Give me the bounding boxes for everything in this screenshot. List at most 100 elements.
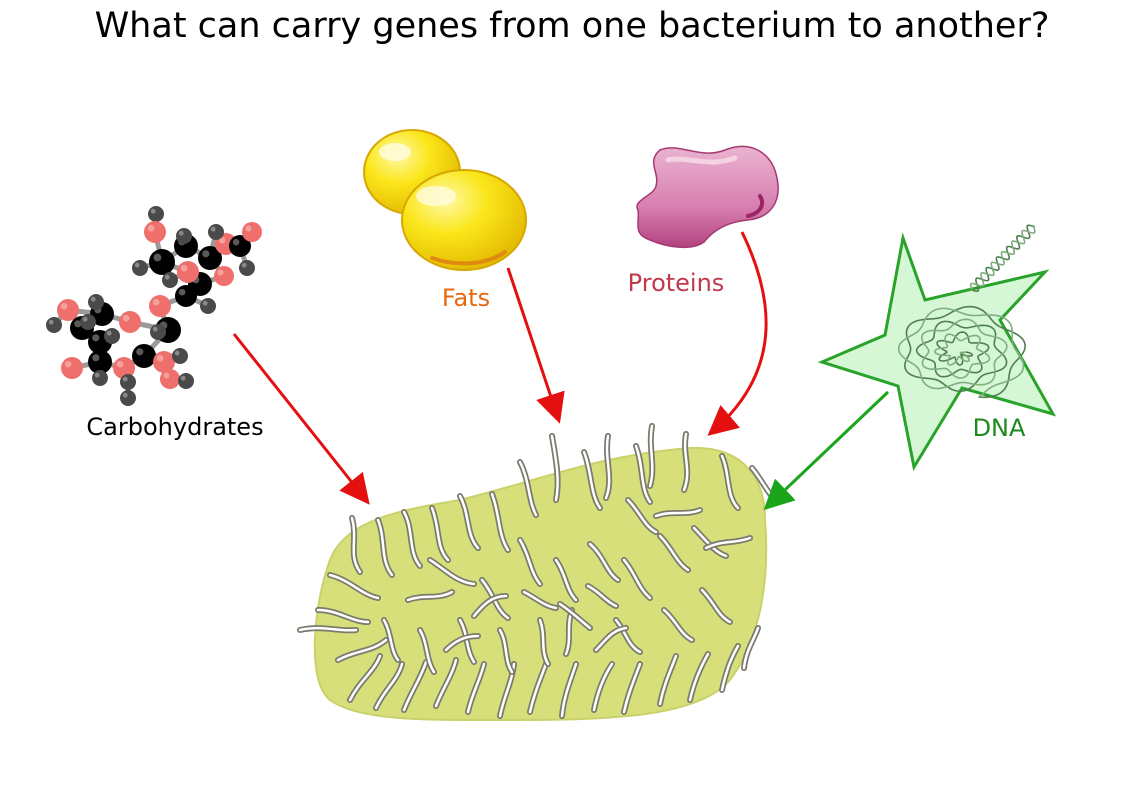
arrow-dna <box>763 390 890 511</box>
molecule-atom <box>229 235 251 257</box>
molecule-atom <box>214 266 234 286</box>
protein-blob-icon <box>636 145 779 249</box>
atom-highlight <box>245 225 252 232</box>
pilus-highlight <box>550 434 559 502</box>
pilus-highlight <box>586 584 618 608</box>
pilus-highlight <box>428 558 476 586</box>
molecule-atom <box>242 222 262 242</box>
atom-highlight <box>147 224 155 232</box>
atom-highlight <box>180 264 188 272</box>
dna-strand-tail <box>969 224 1036 291</box>
pilus-highlight <box>528 662 548 714</box>
molecule-atom <box>149 249 175 275</box>
atom-highlight <box>232 238 240 246</box>
pilus-highlight <box>402 660 428 712</box>
pilus-highlight <box>688 652 710 702</box>
pilus-highlight <box>418 628 436 674</box>
dna-strand <box>903 305 1026 399</box>
pilus-highlight <box>582 450 602 510</box>
atom-highlight <box>174 350 180 356</box>
molecule-atom <box>61 357 83 379</box>
atom-highlight <box>136 348 144 356</box>
carbohydrate-molecule-icon <box>46 206 262 406</box>
pilus-highlight <box>376 518 394 577</box>
molecule-atom <box>104 328 120 344</box>
atom-highlight <box>217 269 224 276</box>
fat-droplets-icon <box>363 129 527 271</box>
atom-highlight <box>94 372 100 378</box>
pilus-highlight <box>588 542 620 582</box>
atom-highlight <box>106 330 112 336</box>
atom-highlight <box>90 296 96 302</box>
pilus-highlight <box>518 460 538 517</box>
atom-highlight <box>152 298 160 306</box>
label-proteins: Proteins <box>628 269 725 297</box>
pilus-highlight <box>348 654 382 702</box>
pilus-highlight <box>700 588 732 624</box>
pilus-highlight <box>622 662 642 714</box>
atom-highlight <box>152 326 158 332</box>
arrow-proteins <box>707 231 768 436</box>
pilus-highlight <box>658 654 678 706</box>
pilus-highlight <box>742 626 760 670</box>
dna-star-icon <box>817 224 1057 472</box>
atom-highlight <box>202 300 208 306</box>
arrow-fats <box>506 267 565 424</box>
molecule-atom <box>119 311 141 333</box>
pilus-highlight <box>614 618 642 654</box>
pilus-highlight <box>374 662 404 710</box>
molecule-atom <box>144 221 166 243</box>
label-dna: DNA <box>973 414 1026 442</box>
atom-highlight <box>150 208 156 214</box>
pilus-highlight <box>522 590 558 610</box>
molecule-atom <box>132 260 148 276</box>
label-fats: Fats <box>442 284 490 312</box>
molecule-atom <box>178 373 194 389</box>
molecule-atom <box>177 261 199 283</box>
pilus-highlight <box>466 662 486 714</box>
pilus-highlight <box>316 608 370 624</box>
page-title: What can carry genes from one bacterium … <box>95 6 1050 46</box>
bacterium-pili <box>297 423 779 719</box>
pilus-highlight <box>350 516 362 574</box>
pilus-highlight <box>662 608 694 642</box>
pilus-highlight <box>328 573 380 600</box>
pilus-highlight <box>682 432 689 492</box>
molecule-atom <box>46 317 62 333</box>
pilus-highlight <box>538 618 550 666</box>
atom-highlight <box>178 230 184 236</box>
label-carbohydrates: Carbohydrates <box>86 413 263 441</box>
molecule-atom <box>88 350 112 374</box>
pilus-highlight <box>622 558 652 600</box>
atom-highlight <box>48 319 54 325</box>
bacterium <box>297 423 779 722</box>
atom-highlight <box>164 274 170 280</box>
atom-highlight <box>163 372 170 379</box>
pilus-highlight <box>430 506 450 562</box>
pilus-highlight <box>382 618 400 662</box>
atom-highlight <box>241 262 247 268</box>
molecule-atom <box>208 224 224 240</box>
atom-highlight <box>210 226 216 232</box>
atom-highlight <box>122 376 128 382</box>
atom-highlight <box>122 392 128 398</box>
molecule-atom <box>172 348 188 364</box>
pilus-highlight <box>558 602 592 630</box>
atom-highlight <box>122 314 130 322</box>
pilus-highlight <box>604 434 611 500</box>
arrows <box>232 231 890 511</box>
atom-highlight <box>134 262 140 268</box>
pilus-highlight <box>402 510 422 568</box>
pilus-highlight <box>336 638 388 662</box>
molecule-atom <box>239 260 255 276</box>
pilus-highlight <box>648 424 654 488</box>
pilus-highlight <box>554 558 578 602</box>
molecule-atom <box>175 285 197 307</box>
atom-highlight <box>180 375 186 381</box>
molecule-atom <box>92 370 108 386</box>
pilus-highlight <box>458 494 480 550</box>
molecule-atom <box>132 344 156 368</box>
atom-highlight <box>178 288 186 296</box>
molecule-atom <box>160 369 180 389</box>
